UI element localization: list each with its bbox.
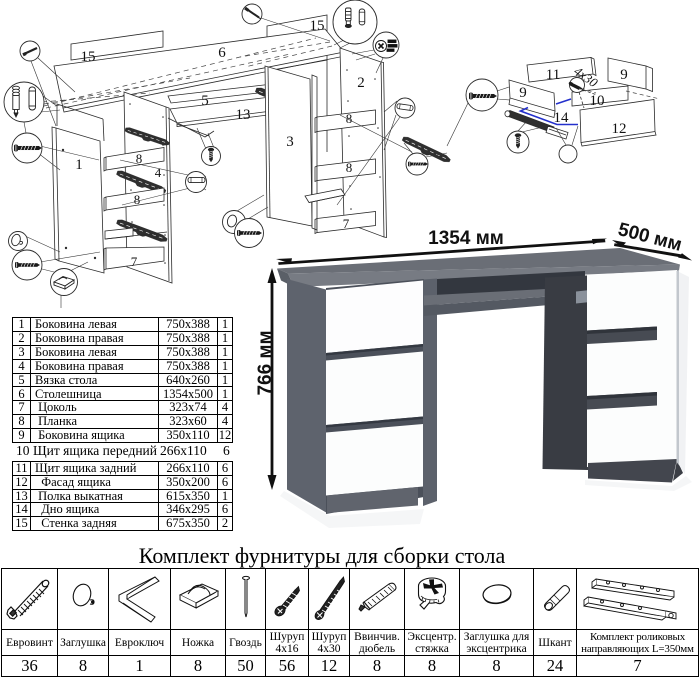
svg-text:10: 10 (590, 93, 605, 109)
svg-text:5: 5 (201, 93, 209, 109)
svg-text:8: 8 (134, 192, 141, 207)
svg-text:1354 мм: 1354 мм (428, 228, 504, 249)
svg-text:6: 6 (218, 45, 226, 61)
svg-text:7: 7 (131, 254, 138, 269)
svg-text:8: 8 (136, 151, 143, 166)
svg-text:13: 13 (236, 107, 251, 123)
svg-text:11: 11 (546, 67, 560, 83)
svg-text:9: 9 (519, 85, 527, 101)
svg-text:1: 1 (75, 157, 83, 173)
svg-text:14: 14 (554, 110, 570, 126)
svg-text:8: 8 (346, 160, 353, 175)
svg-text:7: 7 (343, 216, 350, 231)
svg-text:766 мм: 766 мм (255, 330, 276, 395)
svg-text:4: 4 (155, 165, 162, 180)
svg-text:12: 12 (612, 121, 627, 137)
svg-text:3: 3 (286, 134, 294, 150)
svg-text:8: 8 (346, 111, 353, 126)
svg-text:9: 9 (620, 67, 628, 83)
svg-text:2: 2 (357, 75, 365, 91)
